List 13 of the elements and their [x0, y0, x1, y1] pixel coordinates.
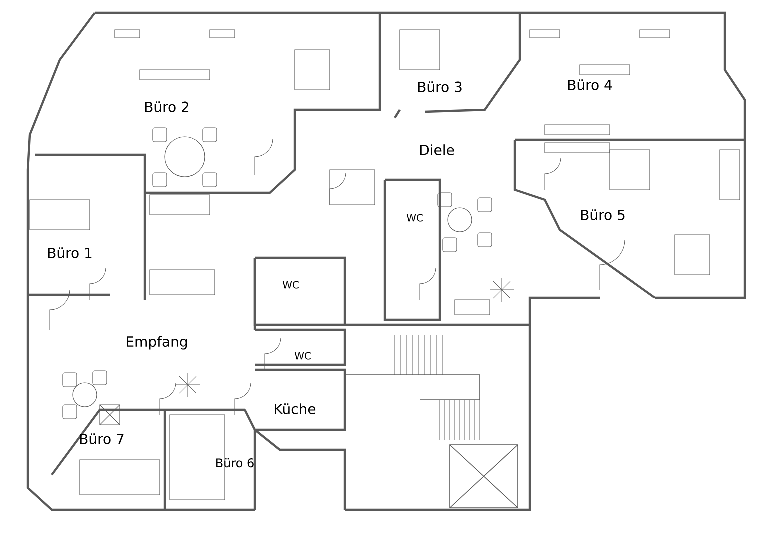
- room-label: Büro 3: [418, 82, 462, 92]
- room-label: Empfang: [127, 336, 188, 350]
- room-label: Büro 5: [581, 210, 625, 220]
- room-label: Küche: [275, 404, 316, 414]
- room-label: Büro 2: [145, 102, 189, 112]
- room-label: Büro 4: [568, 80, 612, 90]
- room-label: WC: [406, 214, 423, 222]
- room-label: Diele: [420, 144, 454, 156]
- room-label: WC: [294, 352, 311, 360]
- room-label: WC: [282, 281, 299, 289]
- room-label: Büro 6: [216, 458, 254, 468]
- room-label: Büro 1: [48, 248, 92, 258]
- room-label: Büro 7: [80, 434, 124, 444]
